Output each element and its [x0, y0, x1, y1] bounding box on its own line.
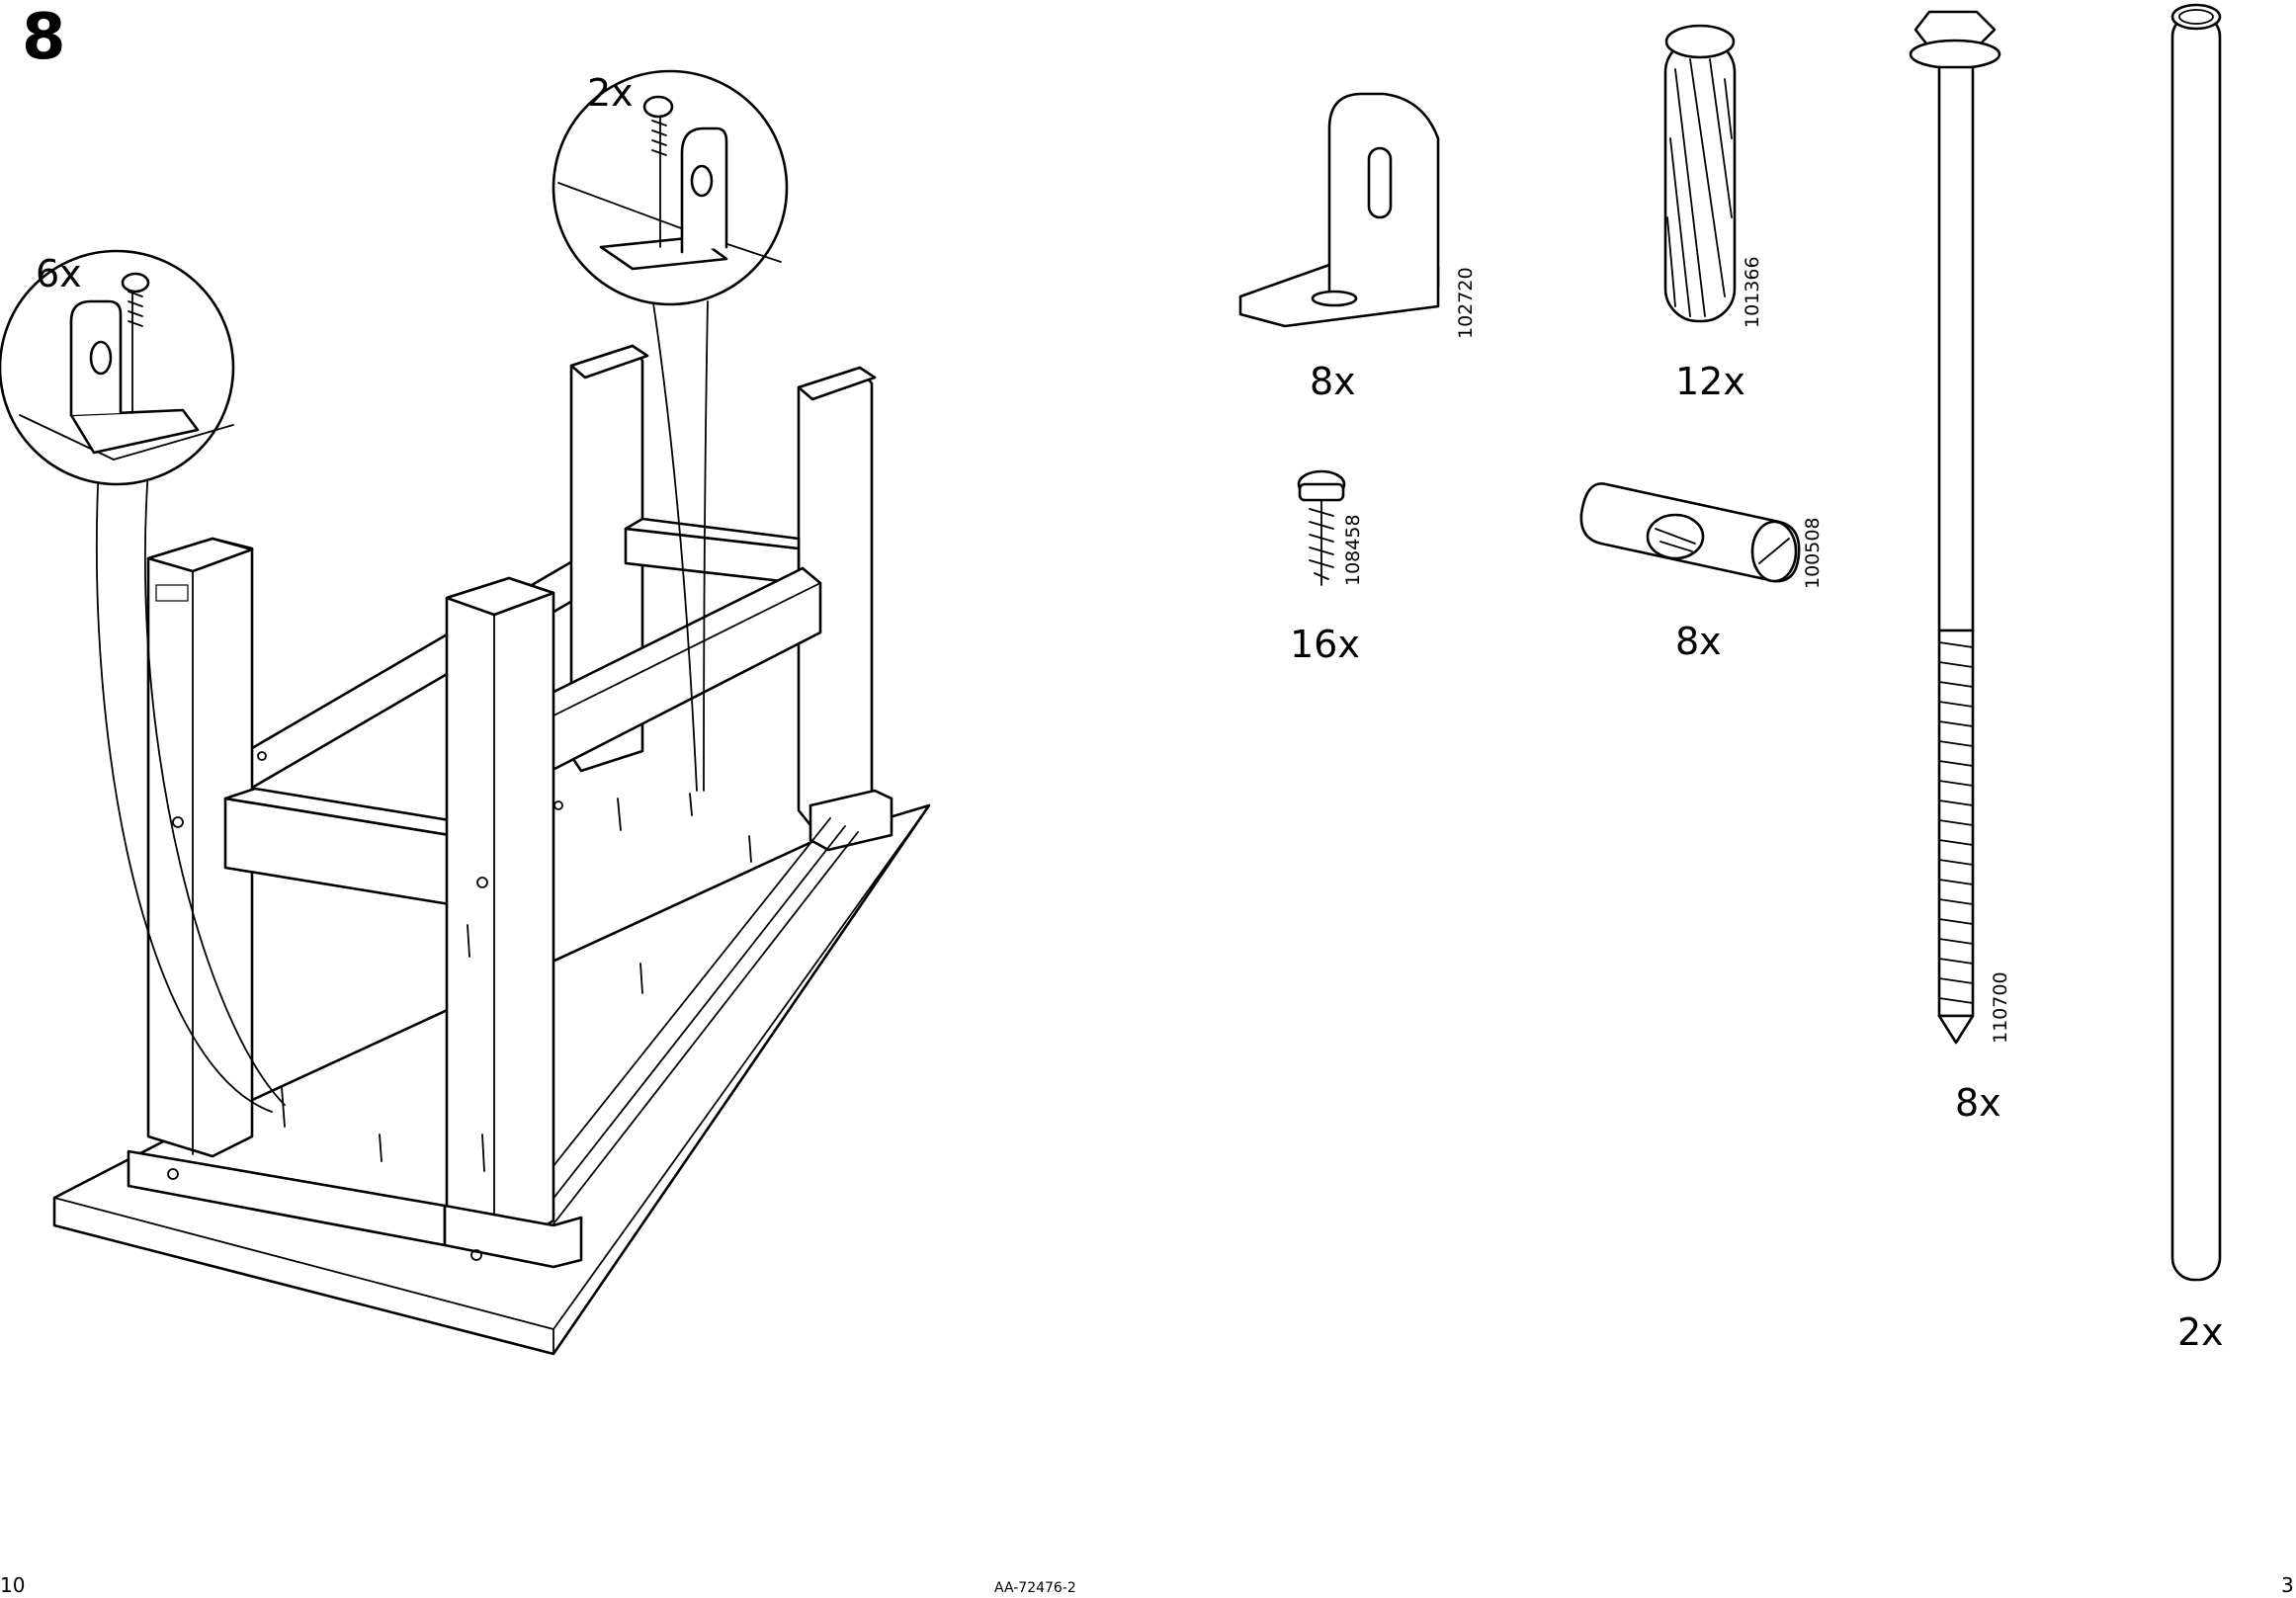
metal-rod-icon [2170, 3, 2222, 1282]
barrel-nut-quantity: 8x [1675, 620, 1722, 663]
wooden-dowel-quantity: 12x [1675, 360, 1745, 403]
page-number-left: 10 [0, 1573, 26, 1597]
callout-circle-right [552, 69, 789, 306]
callout-circle-left [0, 249, 235, 486]
angle-bracket-article-number: 102720 [1455, 267, 1477, 339]
hex-bolt-icon [1909, 10, 2001, 1045]
angle-bracket-icon [1238, 92, 1440, 328]
metal-rod-quantity: 2x [2177, 1310, 2224, 1354]
step-number: 8 [22, 1, 66, 74]
table-assembly-drawing [52, 295, 931, 1356]
hex-bolt-article-number: 110700 [1990, 971, 2011, 1044]
barrel-nut-article-number: 100508 [1802, 517, 1824, 589]
document-code: AA-72476-2 [994, 1580, 1076, 1596]
callout-left-quantity: 6x [36, 252, 82, 295]
wood-screw-article-number: 108458 [1342, 514, 1364, 586]
callout-right-quantity: 2x [587, 71, 634, 115]
wooden-dowel-icon [1663, 24, 1737, 323]
barrel-nut-icon [1579, 482, 1801, 583]
wood-screw-quantity: 16x [1290, 623, 1360, 666]
angle-bracket-quantity: 8x [1310, 360, 1356, 403]
page-number-right: 3 [2281, 1573, 2294, 1597]
wooden-dowel-article-number: 101366 [1742, 256, 1763, 328]
wood-screw-icon [1297, 469, 1346, 586]
hex-bolt-quantity: 8x [1955, 1081, 2001, 1125]
